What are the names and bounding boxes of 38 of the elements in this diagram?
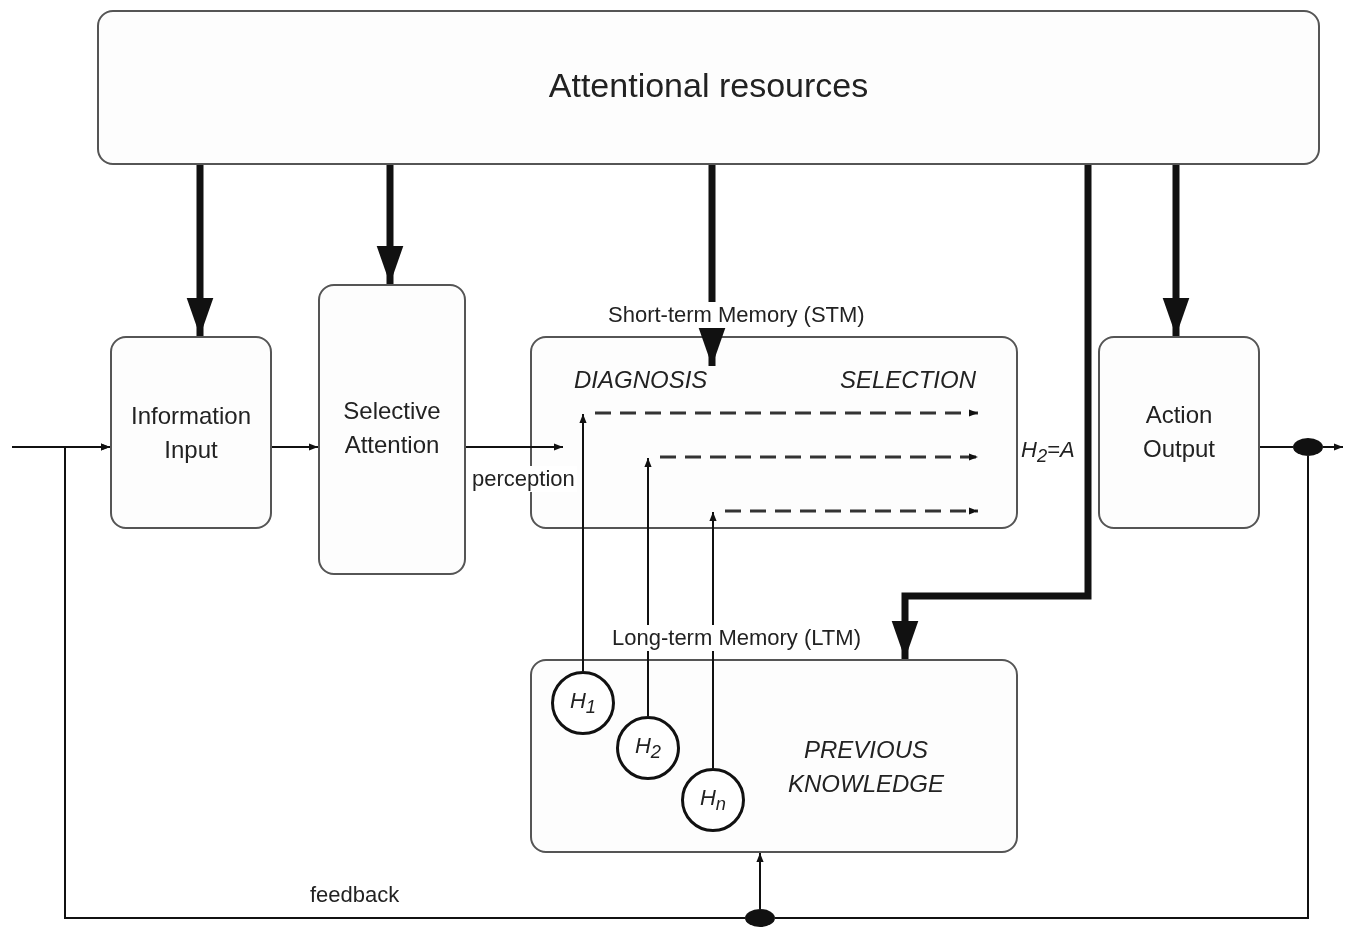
arrow [271,443,319,451]
output-label: H$_{2}$=A [1021,437,1075,468]
arrow [579,413,587,672]
process-box [110,336,272,529]
box-label: PREVIOUS KNOWLEDGE [787,735,945,799]
arrow [756,852,764,910]
box-heading: Long-term Memory (LTM) [610,625,863,651]
arrow [1322,443,1344,451]
hypothesis-label: H$_{2}$ [634,732,662,764]
box-title: Attentional resources [548,66,869,105]
stage-label: SELECTION [839,366,976,394]
box-label: Action Output [1141,400,1216,464]
thick-arrow [1162,165,1190,336]
box-heading: Short-term Memory (STM) [606,302,867,328]
stage-label: DIAGNOSIS [574,366,708,394]
process-box [1098,336,1260,529]
thick-arrow [186,165,214,336]
resource-box [97,10,1320,165]
thick-arrow [698,165,726,366]
arrow [644,457,652,717]
thick-arrow [891,165,1092,659]
arrow [465,443,564,451]
hypothesis-label: H$_{1}$ [569,687,597,719]
junction-dot [1293,438,1323,456]
hypothesis-circle [551,671,615,735]
junction-dot [745,909,775,927]
edge-label: perception [470,466,577,492]
box-label: Selective Attention [342,396,442,460]
connector-line [1259,446,1294,448]
hypothesis-circle [616,716,680,780]
hypothesis-label: H$_{n}$ [699,784,727,816]
process-box [318,284,466,575]
arrow [709,511,717,769]
connector-line [774,455,1309,919]
arrow [64,443,746,919]
thick-arrow [376,165,404,284]
hypothesis-circle [681,768,745,832]
box-label: Information Input [129,400,253,465]
